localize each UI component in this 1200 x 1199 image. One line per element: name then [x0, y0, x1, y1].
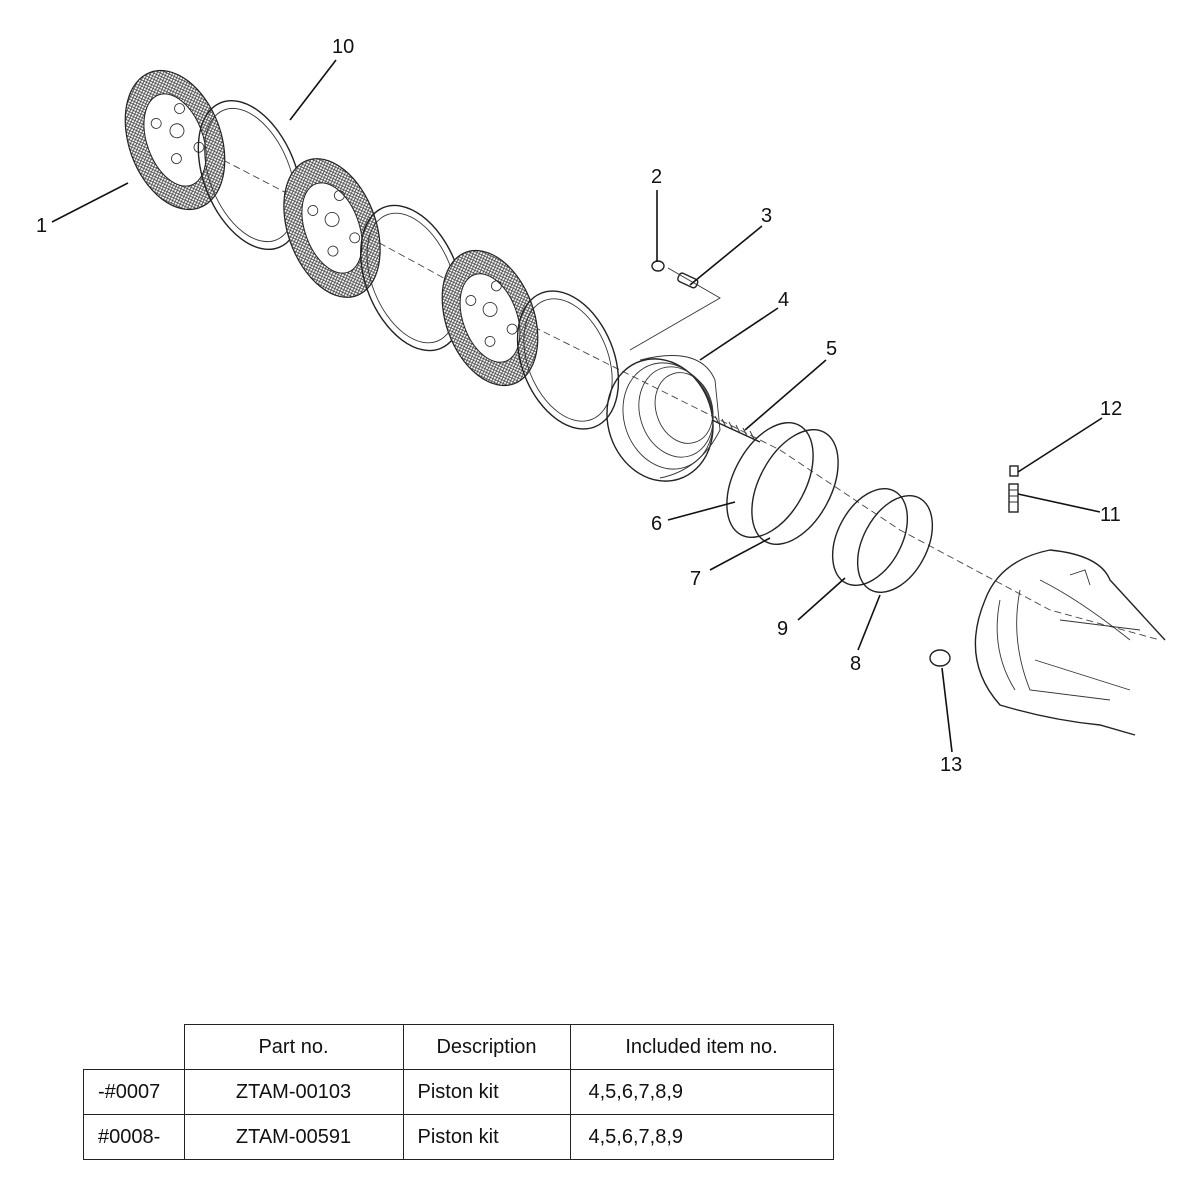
plug-part-13	[929, 649, 951, 667]
table-header-row: Part no. Description Included item no.	[83, 1024, 834, 1070]
table-cell-included-items: 4,5,6,7,8,9	[569, 1114, 834, 1160]
leader-7	[709, 537, 771, 571]
table-row: -#0007 ZTAM-00103 Piston kit 4,5,6,7,8,9	[83, 1069, 834, 1115]
table-cell-included-items: 4,5,6,7,8,9	[569, 1069, 834, 1115]
bolt-part-12	[1009, 465, 1019, 477]
table-cell-serial: #0008-	[83, 1114, 185, 1160]
leader-lines	[51, 59, 1103, 753]
table-header-description: Description	[402, 1024, 571, 1070]
leader-4	[699, 307, 779, 361]
table-header-part-no: Part no.	[183, 1024, 404, 1070]
table-cell-serial: -#0007	[83, 1069, 185, 1115]
callout-10: 10	[332, 36, 354, 58]
callout-7: 7	[690, 568, 701, 590]
friction-disc-last	[441, 249, 539, 387]
table-header-serial	[83, 1024, 185, 1070]
bolt-part-2	[651, 260, 665, 272]
table-row: #0008- ZTAM-00591 Piston kit 4,5,6,7,8,9	[83, 1114, 834, 1160]
table-cell-part-no: ZTAM-00103	[183, 1069, 404, 1115]
callout-9: 9	[777, 618, 788, 640]
callout-3: 3	[761, 205, 772, 227]
o-ring-part-7	[751, 429, 839, 545]
leader-13	[941, 667, 953, 753]
callout-4: 4	[778, 289, 789, 311]
callout-2: 2	[651, 166, 662, 188]
leader-12	[1017, 417, 1103, 473]
callout-8: 8	[850, 653, 861, 675]
spring-part-5	[711, 415, 761, 443]
leader-10	[289, 59, 337, 121]
callout-12: 12	[1100, 398, 1122, 420]
motor-housing	[974, 549, 1166, 736]
table-cell-description: Piston kit	[402, 1114, 571, 1160]
callout-6: 6	[651, 513, 662, 535]
leader-9	[797, 577, 846, 621]
o-ring-part-6	[726, 422, 814, 538]
leader-6	[667, 501, 736, 521]
friction-disc-middle	[283, 158, 381, 298]
callout-5: 5	[826, 338, 837, 360]
leader-3	[689, 225, 763, 286]
piston-kit-table: Part no. Description Included item no. -…	[83, 1024, 834, 1160]
separator-plate-part-10	[197, 99, 303, 251]
leader-11	[1017, 493, 1101, 513]
o-ring-part-9	[831, 487, 909, 587]
table-cell-part-no: ZTAM-00591	[183, 1114, 404, 1160]
leader-8	[857, 594, 881, 651]
callout-1: 1	[36, 215, 47, 237]
table-cell-description: Piston kit	[402, 1069, 571, 1115]
separator-plate-last	[516, 290, 620, 430]
screw-part-11	[1008, 483, 1019, 513]
assembly-axis-line	[174, 134, 1161, 641]
table-header-included-items: Included item no.	[569, 1024, 834, 1070]
friction-disc-part-1	[124, 69, 226, 211]
leader-5	[744, 359, 827, 431]
leader-1	[51, 182, 129, 223]
o-ring-part-8	[856, 494, 934, 594]
exploded-parts-diagram: 1 2 3 4 5 6 7 8 9 10 11 12 13	[36, 36, 1166, 776]
piston-part-4	[606, 355, 721, 482]
callout-13: 13	[940, 754, 962, 776]
callout-11: 11	[1100, 504, 1121, 526]
pin-guide-line	[629, 267, 721, 351]
